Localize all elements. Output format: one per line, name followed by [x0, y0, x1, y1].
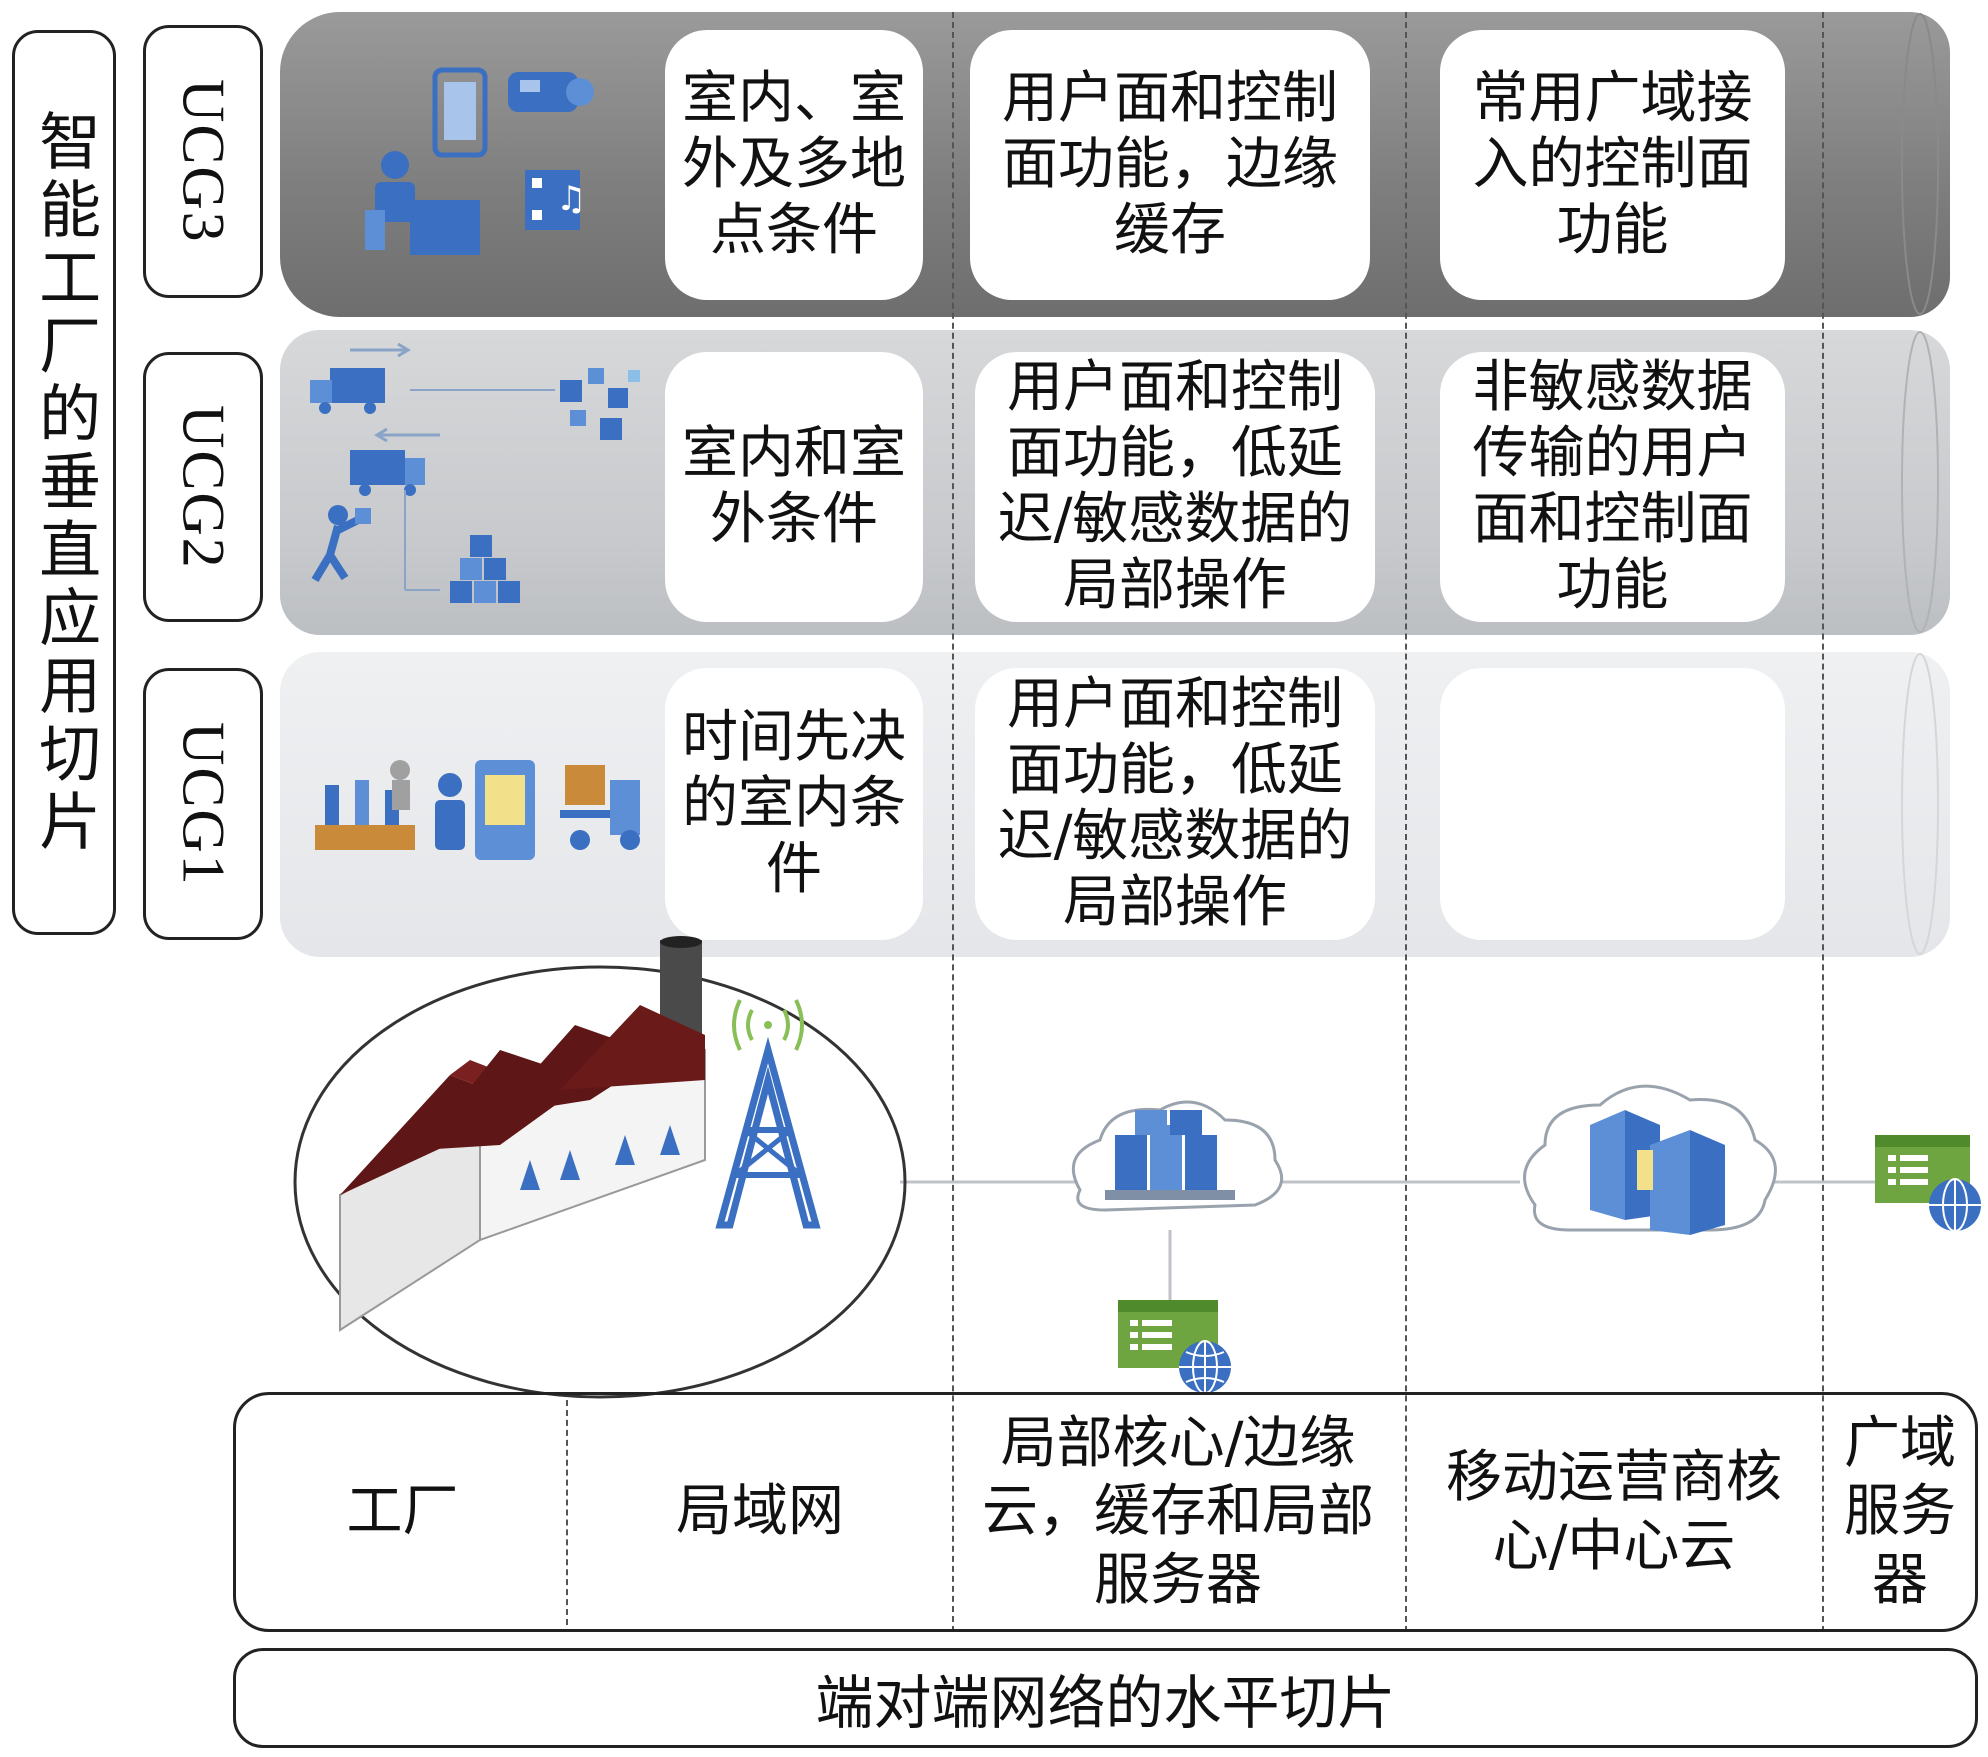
ucg2-label: UCG2 — [170, 404, 237, 570]
horizontal-slice-label-box: 端对端网络的水平切片 — [233, 1648, 1978, 1748]
node-factory: 工厂 — [346, 1479, 459, 1545]
ucg1-icons — [315, 760, 640, 860]
edge-cloud-icon — [1071, 1100, 1284, 1212]
network-topology — [293, 936, 1981, 1399]
assembly-line-icon — [315, 760, 415, 850]
node-wan-server: 广域服务器 — [1844, 1411, 1956, 1613]
ucg1-cell-location: 时间先决的室内条件 — [665, 668, 923, 940]
ucg3-cell-edge: 用户面和控制面功能，边缘缓存 — [970, 30, 1370, 300]
ucg3-cell-wan: 常用广域接入的控制面功能 — [1440, 30, 1785, 300]
operator-machine-icon — [435, 760, 535, 860]
column-divider-2 — [1405, 12, 1407, 1632]
ucg2-cell-edge: 用户面和控制面功能，低延迟/敏感数据的局部操作 — [975, 352, 1375, 622]
svg-text:♫: ♫ — [556, 179, 586, 219]
horizontal-slice-label: 端对端网络的水平切片 — [815, 1669, 1396, 1737]
tablet-icon — [432, 67, 488, 158]
factory-icon — [339, 936, 706, 1332]
network-node-bar — [233, 1392, 1978, 1632]
central-cloud-icon — [1523, 1084, 1777, 1235]
vertical-slice-label-box: 智能工厂的垂直应用切片 — [12, 30, 116, 935]
wan-server-icon — [1875, 1135, 1981, 1232]
column-divider-3 — [1822, 12, 1824, 1632]
ucg1-label: UCG1 — [170, 721, 237, 887]
ucg1-cell-wan — [1440, 668, 1785, 940]
node-edge-cloud: 局部核心/边缘云，缓存和局部服务器 — [982, 1411, 1374, 1613]
video-camera-icon — [508, 72, 594, 112]
ucg2-cell-wan: 非敏感数据传输的用户面和控制面功能 — [1440, 352, 1785, 622]
ucg3-icons: ♫ — [365, 67, 594, 255]
stacked-boxes-icon — [450, 535, 520, 603]
node-lan: 局域网 — [676, 1479, 844, 1545]
worker-carrying-icon — [311, 505, 371, 583]
ucg2-label-box: UCG2 — [143, 352, 263, 622]
ucg3-label: UCG3 — [170, 79, 237, 244]
ucg2-icons — [310, 342, 640, 603]
ucg2-cell-location: 室内和室外条件 — [665, 352, 923, 622]
forklift-icon — [560, 765, 640, 850]
ucg3-label-box: UCG3 — [143, 25, 263, 298]
truck-icon — [310, 342, 555, 414]
node-central-cloud: 移动运营商核心/中心云 — [1446, 1445, 1782, 1579]
warehouse-grid-icon — [560, 368, 640, 440]
cell-tower-icon — [715, 999, 821, 1229]
ucg1-cell-edge: 用户面和控制面功能，低延迟/敏感数据的局部操作 — [975, 668, 1375, 940]
local-server-icon — [1118, 1300, 1231, 1394]
factory-boundary — [293, 965, 907, 1399]
vertical-slice-label: 智能工厂的垂直应用切片 — [28, 108, 102, 857]
node-divider-factory — [566, 1400, 568, 1625]
ucg1-label-box: UCG1 — [143, 668, 263, 940]
column-divider-1 — [952, 12, 954, 1632]
media-icon: ♫ — [525, 170, 586, 230]
delivery-truck-icon — [350, 427, 440, 496]
band-end-caps — [1901, 13, 1939, 955]
user-at-desk-icon — [365, 151, 480, 255]
ucg3-cell-location: 室内、室外及多地点条件 — [665, 30, 923, 300]
